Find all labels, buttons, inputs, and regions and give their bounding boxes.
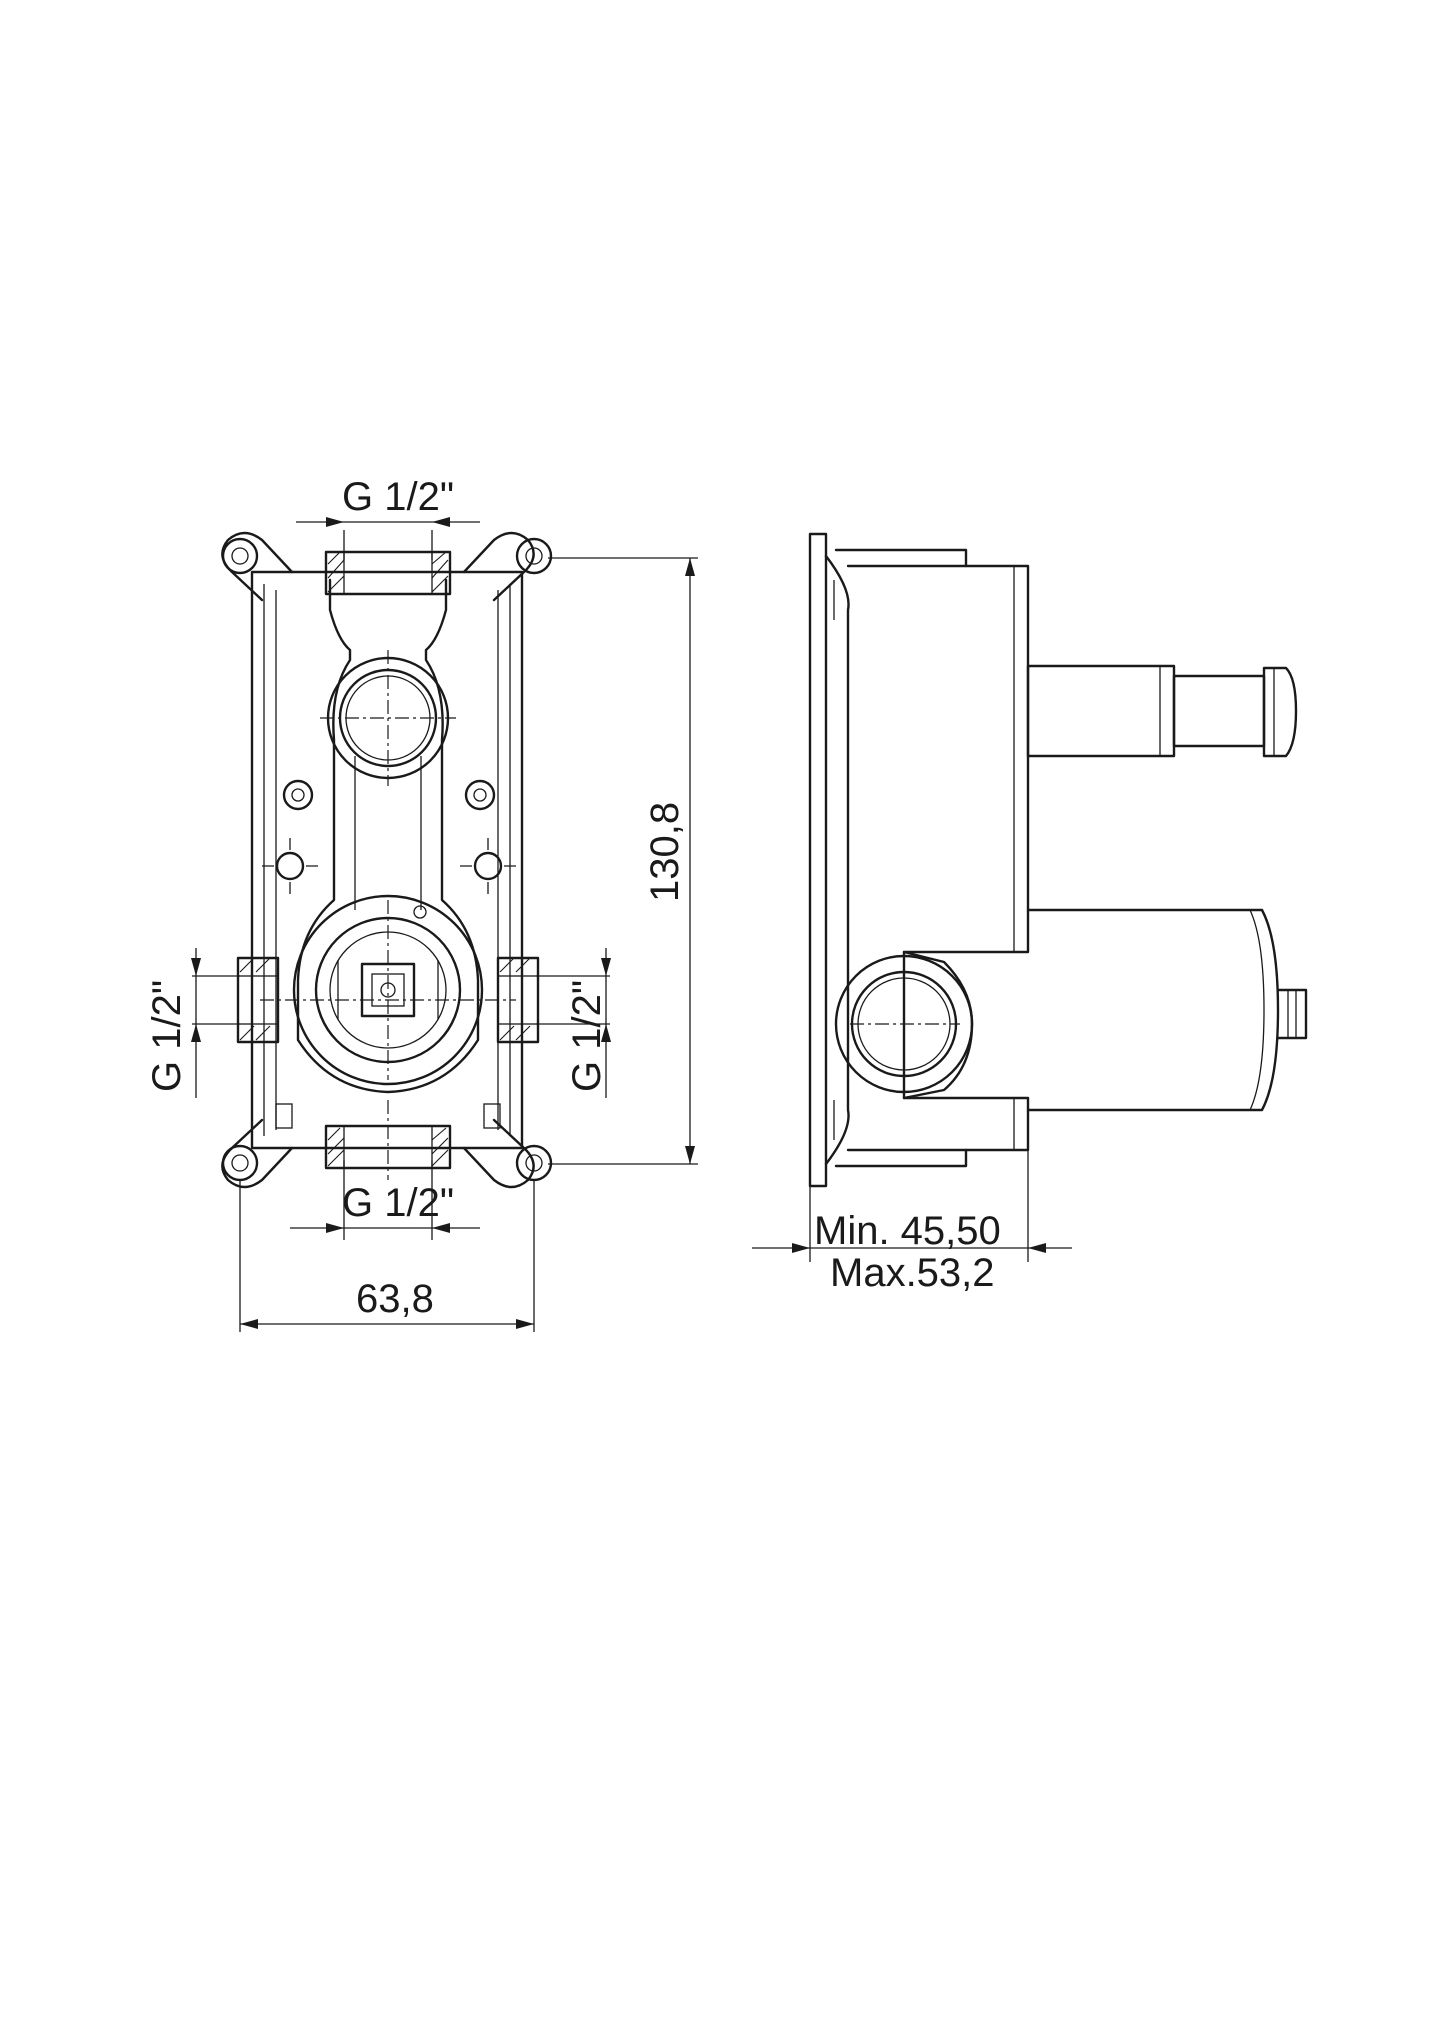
front-view bbox=[221, 531, 553, 1189]
side-view bbox=[808, 532, 1308, 1188]
height-label: 130,8 bbox=[643, 802, 687, 902]
right-port-label: G 1/2" bbox=[565, 980, 609, 1092]
dimension-bottom-port: G 1/2" bbox=[290, 1160, 480, 1240]
valve-body bbox=[296, 578, 480, 1094]
cartridge-cylinder bbox=[1026, 908, 1308, 1112]
bottom-port-label: G 1/2" bbox=[342, 1181, 454, 1225]
box-body bbox=[834, 548, 1030, 1168]
side-outlet bbox=[834, 950, 974, 1100]
left-port-label: G 1/2" bbox=[145, 980, 189, 1092]
dimension-width: 63,8 bbox=[239, 1180, 535, 1332]
top-port-label: G 1/2" bbox=[342, 475, 454, 519]
mounting-lug-bottom-right bbox=[462, 1118, 553, 1189]
mounting-lug-top-right bbox=[462, 531, 553, 602]
wall-plate bbox=[808, 532, 850, 1188]
dimension-depth: Min. 45,50 Max.53,2 bbox=[752, 1150, 1072, 1295]
mounting-lug-top-left bbox=[221, 531, 294, 602]
width-label: 63,8 bbox=[356, 1277, 434, 1321]
front-centerlines bbox=[260, 650, 516, 1180]
dimension-right-port: G 1/2" bbox=[536, 948, 611, 1098]
lower-clips bbox=[275, 1103, 501, 1129]
fixing-boss-right bbox=[460, 779, 516, 894]
pipe-stub bbox=[1026, 664, 1298, 758]
dimension-height: 130,8 bbox=[548, 557, 698, 1165]
depth-max-label: Max.53,2 bbox=[830, 1251, 995, 1295]
fixing-boss-left bbox=[262, 779, 318, 894]
depth-min-label: Min. 45,50 bbox=[814, 1209, 1001, 1253]
mounting-lug-bottom-left bbox=[221, 1118, 294, 1189]
dimension-top-port: G 1/2" bbox=[296, 475, 480, 560]
dimension-left-port: G 1/2" bbox=[145, 948, 240, 1098]
port-top bbox=[324, 550, 452, 596]
